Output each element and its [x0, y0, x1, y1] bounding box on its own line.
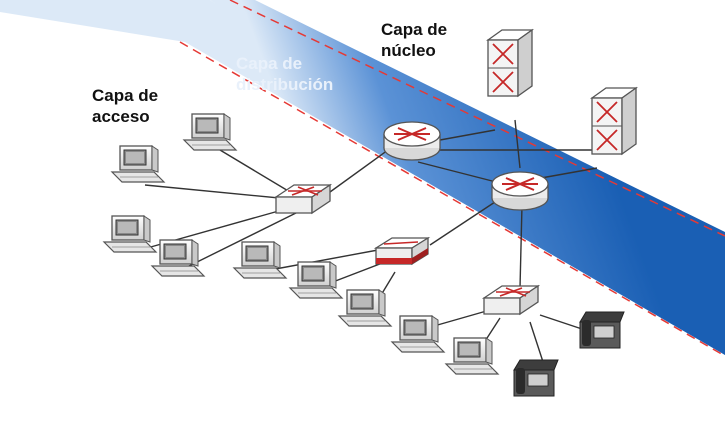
pc-icon-8 — [391, 315, 445, 353]
pc-icon-7 — [338, 289, 392, 327]
access-switch-icon-2 — [483, 285, 539, 315]
pc-icon-1 — [183, 113, 237, 151]
core-layer-label: Capa de núcleo — [381, 19, 447, 61]
distribution-layer-label: Capa de distribución — [236, 53, 333, 95]
distribution-router-icon-1 — [383, 121, 441, 161]
pc-icon-2 — [111, 145, 165, 183]
access-layer-label-line1: Capa de — [92, 86, 159, 105]
distribution-band-body — [210, 0, 725, 355]
network-links — [139, 119, 598, 369]
distribution-layer-label-line1: Capa de — [236, 54, 303, 73]
pc-icon-6 — [289, 261, 343, 299]
pc-icon-3 — [103, 215, 157, 253]
core-multilayer-switch-icon-2 — [591, 87, 637, 155]
band-upper-dashed-border — [229, 0, 725, 237]
distribution-switch-icon — [373, 236, 431, 266]
pc-icon-5 — [233, 241, 287, 279]
core-multilayer-switch-icon-1 — [487, 29, 533, 97]
core-layer-label-line2: núcleo — [381, 41, 436, 60]
pc-icon-4 — [151, 239, 205, 277]
ip-phone-icon-2 — [513, 359, 559, 397]
access-layer-label-line2: acceso — [92, 107, 150, 126]
ip-phone-icon-1 — [579, 311, 625, 349]
distribution-layer-label-line2: distribución — [236, 75, 334, 94]
distribution-router-icon-2 — [491, 171, 549, 211]
pc-icon-9 — [445, 337, 499, 375]
access-layer-label: Capa de acceso — [92, 85, 158, 127]
core-layer-label-line1: Capa de — [381, 20, 448, 39]
